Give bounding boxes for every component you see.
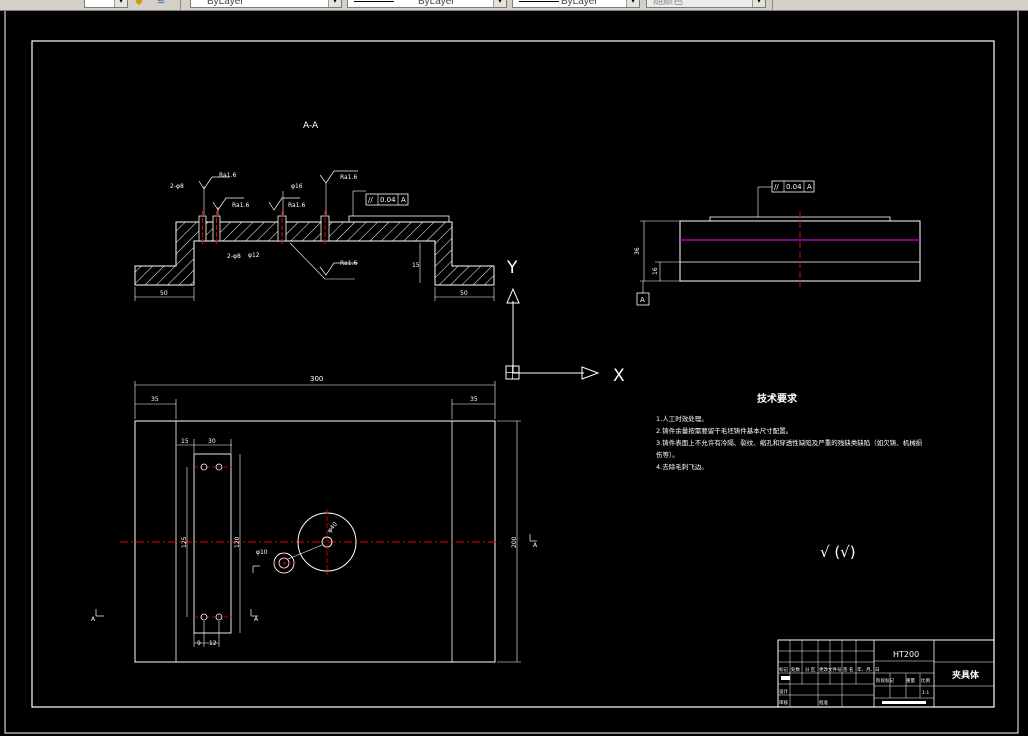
part-name-label: 夹具体 (952, 669, 980, 681)
dim-label: φ10 (256, 549, 268, 556)
tech-note: 1.人工时效处理。 (656, 414, 708, 423)
header-cell: 标记 (779, 666, 788, 673)
dim-label: φ40 (326, 521, 339, 535)
dim-label: 9 (197, 640, 201, 647)
linetype-dropdown[interactable]: ByLayer ▾ (347, 0, 507, 8)
plan-view (95, 381, 537, 663)
dim-label: 35 (151, 396, 159, 403)
side-view (636, 180, 921, 306)
layer-dropdown[interactable]: ▾ (84, 0, 128, 8)
tolerance-symbol: // (774, 183, 779, 191)
roughness-label: Ra1.6 (340, 174, 357, 181)
dim-label: 36 (634, 247, 641, 255)
roughness-label: Ra1.6 (288, 202, 305, 209)
layer-stack-icon[interactable]: ≋ (156, 0, 166, 7)
stage-cell: 重量 (906, 677, 915, 684)
section-label: A-A (303, 121, 319, 131)
label-cell: 设计 (779, 688, 788, 695)
chevron-down-icon[interactable]: ▾ (114, 0, 127, 7)
tech-requirements-title: 技术要求 (757, 392, 798, 405)
dim-label: 30 (208, 438, 216, 445)
view-marker: A (533, 542, 538, 549)
label-cell: 批准 (819, 699, 828, 706)
chevron-down-icon[interactable]: ▾ (626, 0, 639, 7)
layer-states-icon[interactable]: ◆ (135, 0, 143, 7)
lineweight-dropdown[interactable]: ByLayer ▾ (512, 0, 640, 8)
drawing-frame (31, 40, 995, 708)
scale-cell: 1:1 (922, 690, 929, 696)
surface-finish-symbol: √ (√) (820, 543, 856, 561)
dim-label: 200 (511, 536, 518, 548)
label-cell: 审核 (779, 699, 788, 706)
chevron-down-icon: ▾ (752, 0, 765, 7)
view-marker: A (254, 616, 259, 623)
tolerance-symbol: // (368, 196, 373, 204)
header-cell: 签 名 (843, 666, 853, 673)
tolerance-datum: A (807, 183, 812, 191)
view-marker: A (91, 616, 96, 623)
tech-note: 4.去除毛刺飞边。 (656, 462, 708, 471)
hole-dim-label: φ12 (248, 252, 260, 259)
hole-dim-label: 2-φ8 (227, 253, 241, 260)
chevron-down-icon[interactable]: ▾ (493, 0, 506, 7)
tech-note: 3.铸件表面上不允许有冷隔、裂纹、缩孔和穿透性缺陷及严重的残缺类缺陷（如欠铸、机… (656, 438, 923, 447)
section-view (134, 170, 495, 301)
dim-label: 50 (460, 290, 468, 297)
hole-dim-label: 2-φ8 (170, 183, 184, 190)
linetype-sample (354, 1, 394, 2)
header-cell: 分 区 (805, 666, 816, 673)
dim-label: 125 (181, 536, 188, 548)
header-cell: 更改文件号 (819, 666, 842, 673)
dim-label: 16 (652, 267, 659, 275)
axis-y-label: Y (506, 258, 518, 278)
dim-label: 15 (412, 262, 420, 269)
roughness-label: Ra1.6 (340, 260, 357, 267)
header-cell: 处数 (791, 666, 800, 673)
axis-x-label: X (613, 366, 625, 386)
dim-label: 35 (470, 396, 478, 403)
tolerance-value: 0.04 (786, 183, 802, 191)
dim-label: 50 (160, 290, 168, 297)
dim-label: 300 (310, 375, 323, 383)
dim-label: 120 (234, 536, 241, 548)
ucs-icon (505, 287, 600, 380)
material-label: HT200 (893, 650, 919, 659)
plotstyle-dropdown: 随颜色 ▾ (646, 0, 766, 8)
chevron-down-icon[interactable]: ▾ (328, 0, 341, 7)
tech-note: 2.铸件余量按需要留干毛坯铸件基本尺寸配置。 (656, 426, 792, 435)
color-dropdown[interactable]: ByLayer ▾ (190, 0, 342, 8)
dim-label: 12 (209, 640, 217, 647)
cad-drawing[interactable]: A-A Ra1 (0, 11, 1028, 736)
drawing-canvas[interactable]: A-A Ra1 (0, 11, 1028, 736)
hole-dim-label: φ16 (291, 183, 303, 190)
tolerance-value: 0.04 (380, 196, 396, 204)
header-cell: 年、月、日 (857, 666, 880, 673)
stage-cell: 比例 (921, 677, 930, 684)
sheet-outer-border (4, 11, 1019, 734)
roughness-label: Ra1.6 (219, 172, 236, 179)
title-block (777, 639, 995, 708)
dim-label: 15 (181, 438, 189, 445)
properties-toolbar: ▾ ◆ ≋ ByLayer ▾ ByLayer ▾ ByLayer ▾ 随颜色 … (0, 0, 1028, 11)
tolerance-datum: A (401, 196, 406, 204)
datum-label: A (640, 296, 645, 304)
stage-cell: 阶段标记 (876, 677, 894, 684)
tech-note: 伤等）。 (656, 450, 679, 459)
roughness-label: Ra1.6 (232, 202, 249, 209)
lineweight-sample (519, 1, 559, 2)
